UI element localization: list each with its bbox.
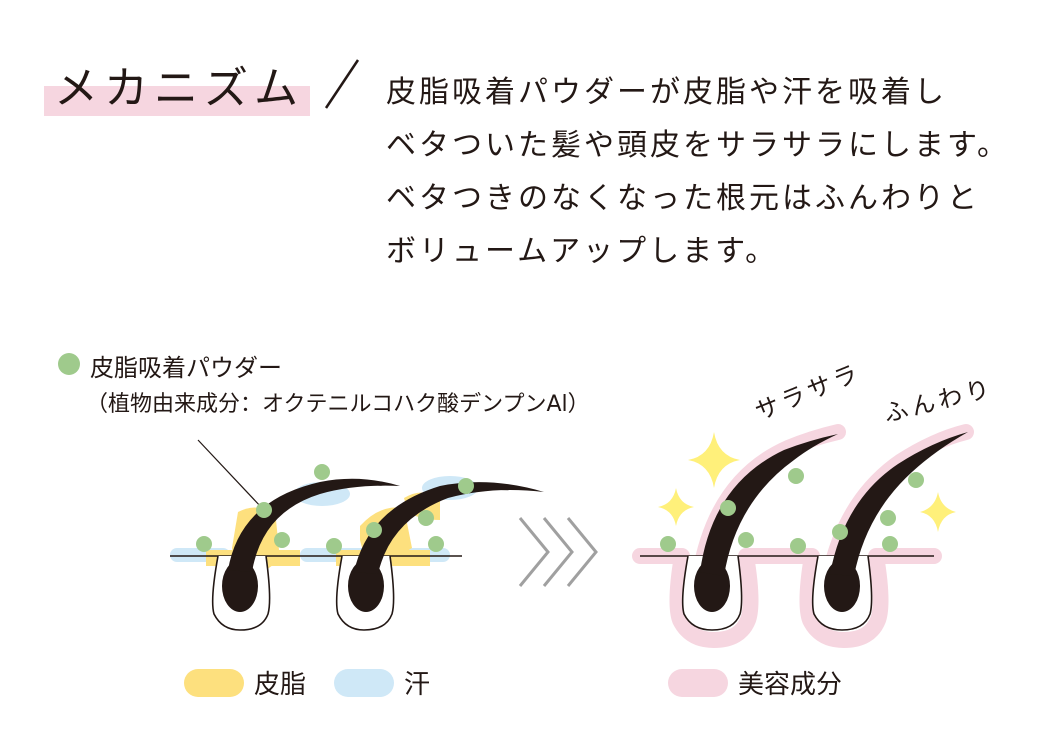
description-line-1: 皮脂吸着パウダーが皮脂や汗を吸着し [386, 75, 947, 110]
sweat-swatch [334, 668, 394, 697]
sparkle-icon [688, 432, 740, 488]
page-title: メカニズム [54, 63, 304, 114]
legend-sweat-label: 汗 [404, 670, 431, 700]
description-line-2: ベタついた髪や頭皮をサラサラにします。 [386, 128, 1010, 163]
description-line-4: ボリュームアップします。 [386, 234, 779, 269]
title-highlight [44, 86, 310, 116]
powder-name: 皮脂吸着パウダー [90, 354, 282, 382]
title-block: メカニズム [44, 52, 314, 122]
powder-ingredient: （植物由来成分：オクテニルコハク酸デンプンAl） [86, 392, 590, 417]
hairs-before [222, 478, 544, 612]
sparkle-icon [658, 488, 694, 526]
powder-pointer-line [197, 439, 263, 509]
description: 皮脂吸着パウダーが皮脂や汗を吸着し ベタついた髪や頭皮をサラサラにします。 ベタ… [386, 66, 1026, 278]
legend-beauty-label: 美容成分 [738, 670, 843, 700]
legend-sebum: 皮脂 [184, 664, 306, 701]
transition-arrows [518, 517, 598, 587]
legend-sebum-label: 皮脂 [254, 670, 307, 700]
powder-dots-before [196, 464, 474, 554]
powder-dot-icon [58, 352, 80, 375]
powder-legend: 皮脂吸着パウダー [58, 348, 282, 383]
beauty-swatch [668, 668, 728, 697]
sparkle-icon [920, 492, 956, 532]
title-separator-slash [324, 59, 360, 109]
legend-sweat: 汗 [334, 664, 430, 701]
sebum-swatch [184, 668, 244, 697]
powder-dots-after [660, 468, 924, 554]
legend-beauty: 美容成分 [668, 664, 842, 701]
description-line-3: ベタつきのなくなった根元はふんわりと [386, 181, 980, 216]
sparkle-icons [658, 432, 956, 532]
